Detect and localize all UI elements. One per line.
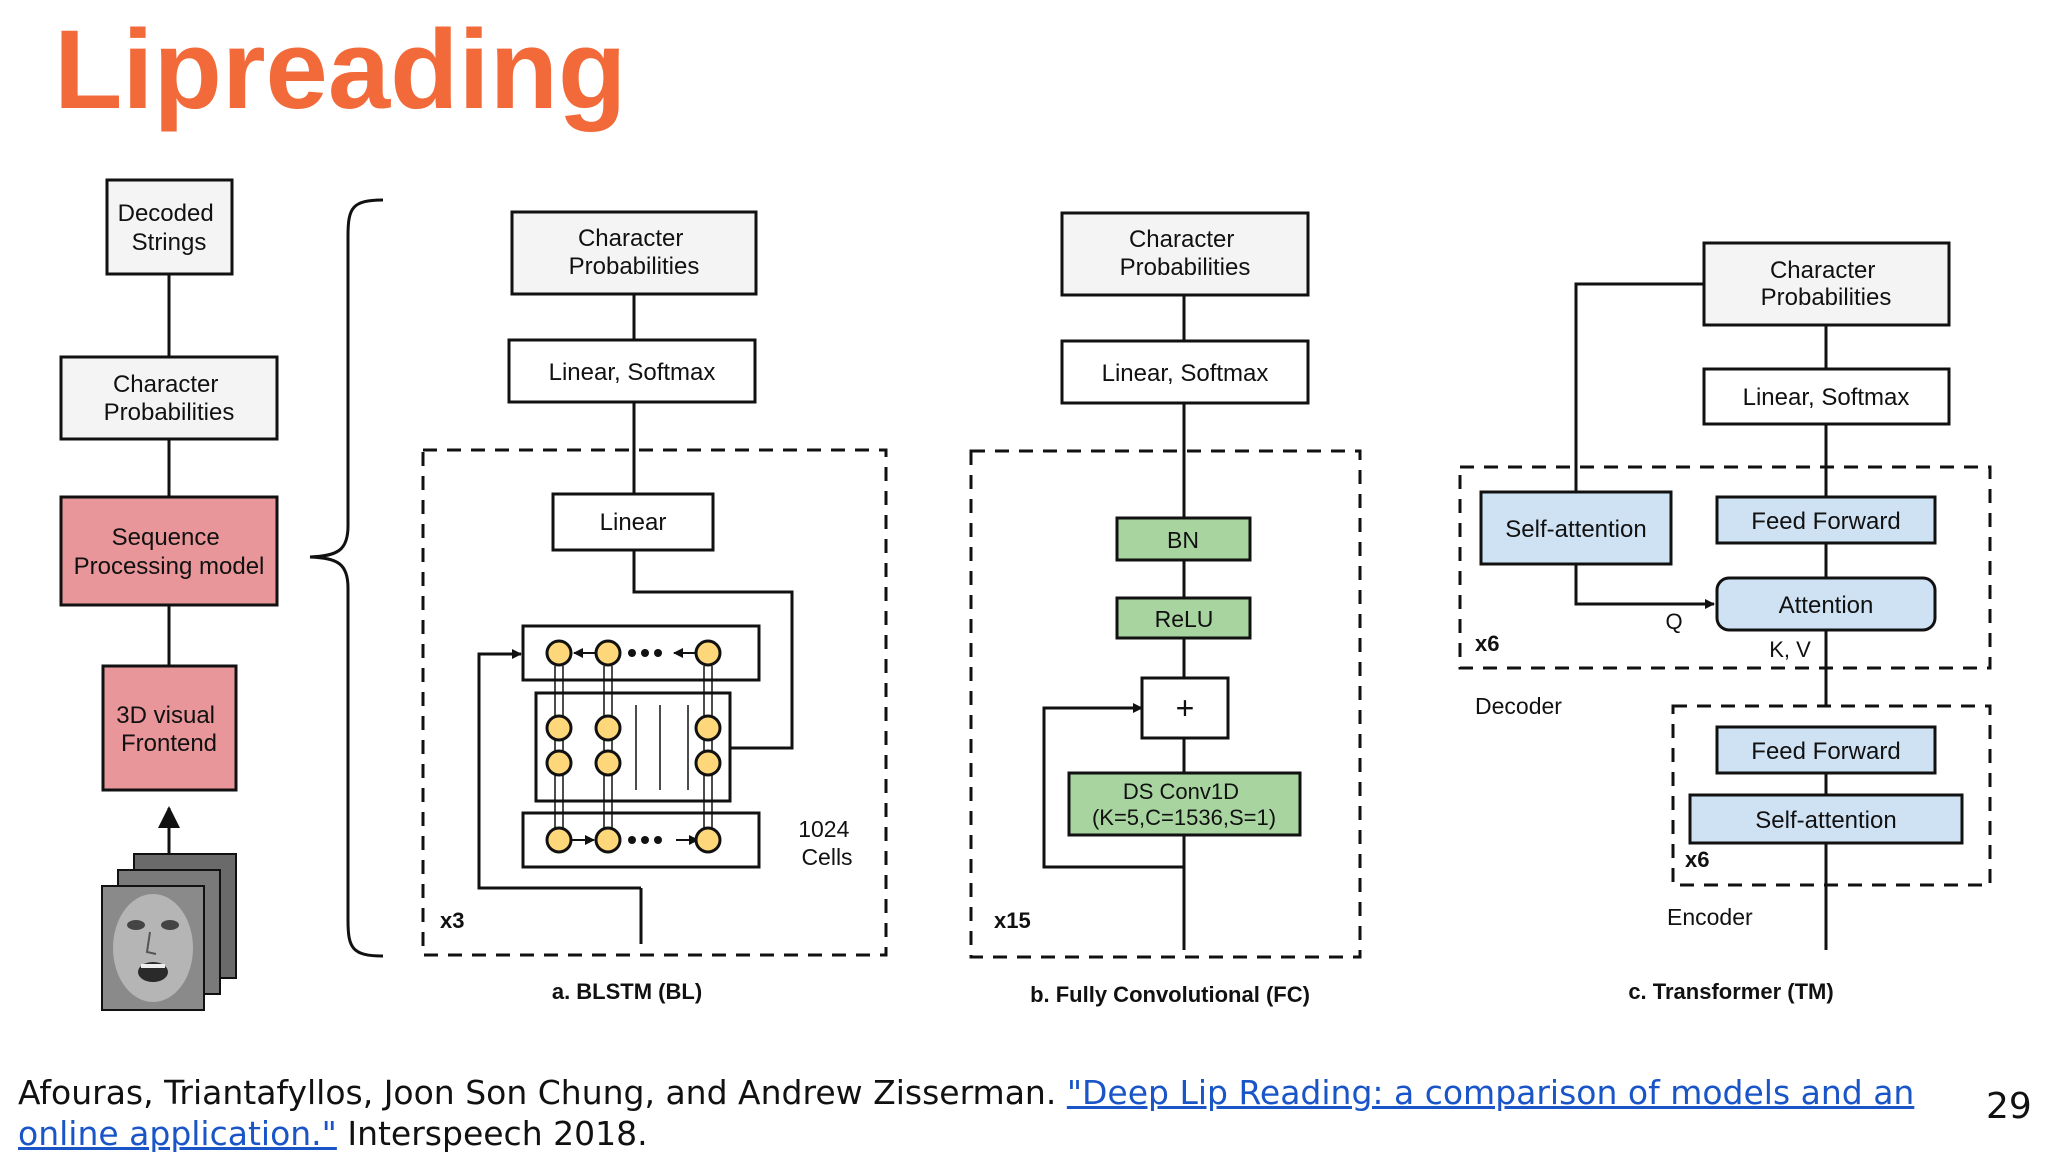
tm-encoder-dashed-group bbox=[1671, 704, 1992, 887]
fc-char-probs-label: Character Probabilities bbox=[1120, 226, 1251, 281]
bl-linear-softmax-label: Linear, Softmax bbox=[549, 359, 716, 386]
fc-residual-add-label: + bbox=[1176, 690, 1195, 726]
tm-linear-softmax-label: Linear, Softmax bbox=[1743, 384, 1910, 411]
slide-title: Lipreading bbox=[54, 7, 627, 132]
bl-dashed-group bbox=[421, 448, 888, 957]
bl-repeat-label: x3 bbox=[440, 908, 464, 933]
bl-connectors bbox=[477, 294, 794, 944]
tm-attention-box bbox=[1715, 576, 1937, 632]
tm-encoder-feed-forward-box bbox=[1715, 725, 1937, 775]
tm-linear-softmax-box bbox=[1702, 367, 1951, 426]
tm-caption: c. Transformer (TM) bbox=[1628, 979, 1833, 1004]
tm-attention-label: Attention bbox=[1779, 592, 1874, 619]
visual-frontend-box bbox=[101, 664, 238, 792]
bl-linear-box bbox=[551, 492, 715, 552]
bl-caption: a. BLSTM (BL) bbox=[552, 979, 702, 1004]
tm-query-label: Q bbox=[1665, 609, 1682, 634]
fc-residual-add-box bbox=[1140, 676, 1230, 740]
fc-linear-softmax-label: Linear, Softmax bbox=[1102, 360, 1269, 387]
tm-encoder-label: Encoder bbox=[1667, 904, 1753, 930]
citation: Afouras, Triantafyllos, Joon Son Chung, … bbox=[18, 1072, 1948, 1154]
tm-connectors bbox=[1574, 282, 1828, 950]
fc-dsconv-label: DS Conv1D (K=5,C=1536,S=1) bbox=[1092, 779, 1276, 830]
tm-decoder-feed-forward-label: Feed Forward bbox=[1751, 508, 1900, 535]
fc-repeat-label: x15 bbox=[994, 908, 1031, 933]
fc-bn-box bbox=[1115, 516, 1252, 562]
tm-key-value-label: K, V bbox=[1769, 637, 1811, 662]
tm-char-probs-box bbox=[1702, 241, 1951, 327]
bl-cells-label: 1024 Cells bbox=[798, 816, 856, 870]
fc-char-probs-box bbox=[1060, 211, 1310, 297]
tm-decoder-label: Decoder bbox=[1475, 693, 1562, 719]
fc-connectors bbox=[1042, 295, 1186, 950]
fc-dashed-group bbox=[969, 449, 1362, 959]
paper-link[interactable]: "Deep Lip Reading: a comparison of model… bbox=[18, 1073, 1915, 1153]
tm-decoder-feed-forward-box bbox=[1715, 495, 1937, 545]
tm-decoder-repeat-label: x6 bbox=[1475, 631, 1499, 656]
page-number: 29 bbox=[1986, 1086, 2032, 1127]
fc-linear-softmax-box bbox=[1060, 339, 1310, 405]
citation-venue: Interspeech 2018. bbox=[336, 1114, 648, 1153]
tm-decoder-self-attention-label: Self-attention bbox=[1505, 516, 1646, 543]
fc-relu-label: ReLU bbox=[1155, 606, 1214, 632]
bl-linear-label: Linear bbox=[600, 509, 667, 536]
fc-relu-box bbox=[1115, 596, 1252, 640]
citation-authors: Afouras, Triantafyllos, Joon Son Chung, … bbox=[18, 1073, 1067, 1112]
pipeline-char-probs-label: Character Probabilities bbox=[104, 371, 235, 426]
sequence-model-box bbox=[59, 495, 279, 607]
tm-encoder-self-attention-label: Self-attention bbox=[1755, 807, 1896, 834]
tm-encoder-feed-forward-label: Feed Forward bbox=[1751, 738, 1900, 765]
tm-decoder-self-attention-box bbox=[1479, 490, 1673, 566]
tm-encoder-self-attention-box bbox=[1688, 793, 1964, 845]
bl-lstm-cells bbox=[521, 624, 761, 869]
bl-linear-softmax-box bbox=[507, 338, 757, 404]
sequence-model-label: Sequence Processing model bbox=[74, 524, 265, 580]
fc-caption: b. Fully Convolutional (FC) bbox=[1030, 982, 1310, 1007]
decoded-strings-label: Decoded Strings bbox=[118, 200, 221, 256]
bl-char-probs-label: Character Probabilities bbox=[569, 225, 700, 280]
decoded-strings-box bbox=[105, 178, 234, 276]
pipeline-char-probs-box bbox=[59, 355, 279, 441]
face-image-stack-icon bbox=[101, 853, 237, 1011]
tm-decoder-dashed-group bbox=[1458, 465, 1992, 670]
bl-char-probs-box bbox=[510, 210, 758, 296]
fc-bn-label: BN bbox=[1167, 527, 1199, 553]
visual-frontend-label: 3D visual Frontend bbox=[116, 702, 221, 757]
grouping-brace bbox=[309, 198, 384, 958]
tm-char-probs-label: Character Probabilities bbox=[1761, 257, 1892, 311]
architecture-diagram: Decoded Strings Character Probabilities … bbox=[59, 178, 1992, 1011]
fc-dsconv-box bbox=[1067, 771, 1302, 837]
tm-encoder-repeat-label: x6 bbox=[1685, 847, 1709, 872]
